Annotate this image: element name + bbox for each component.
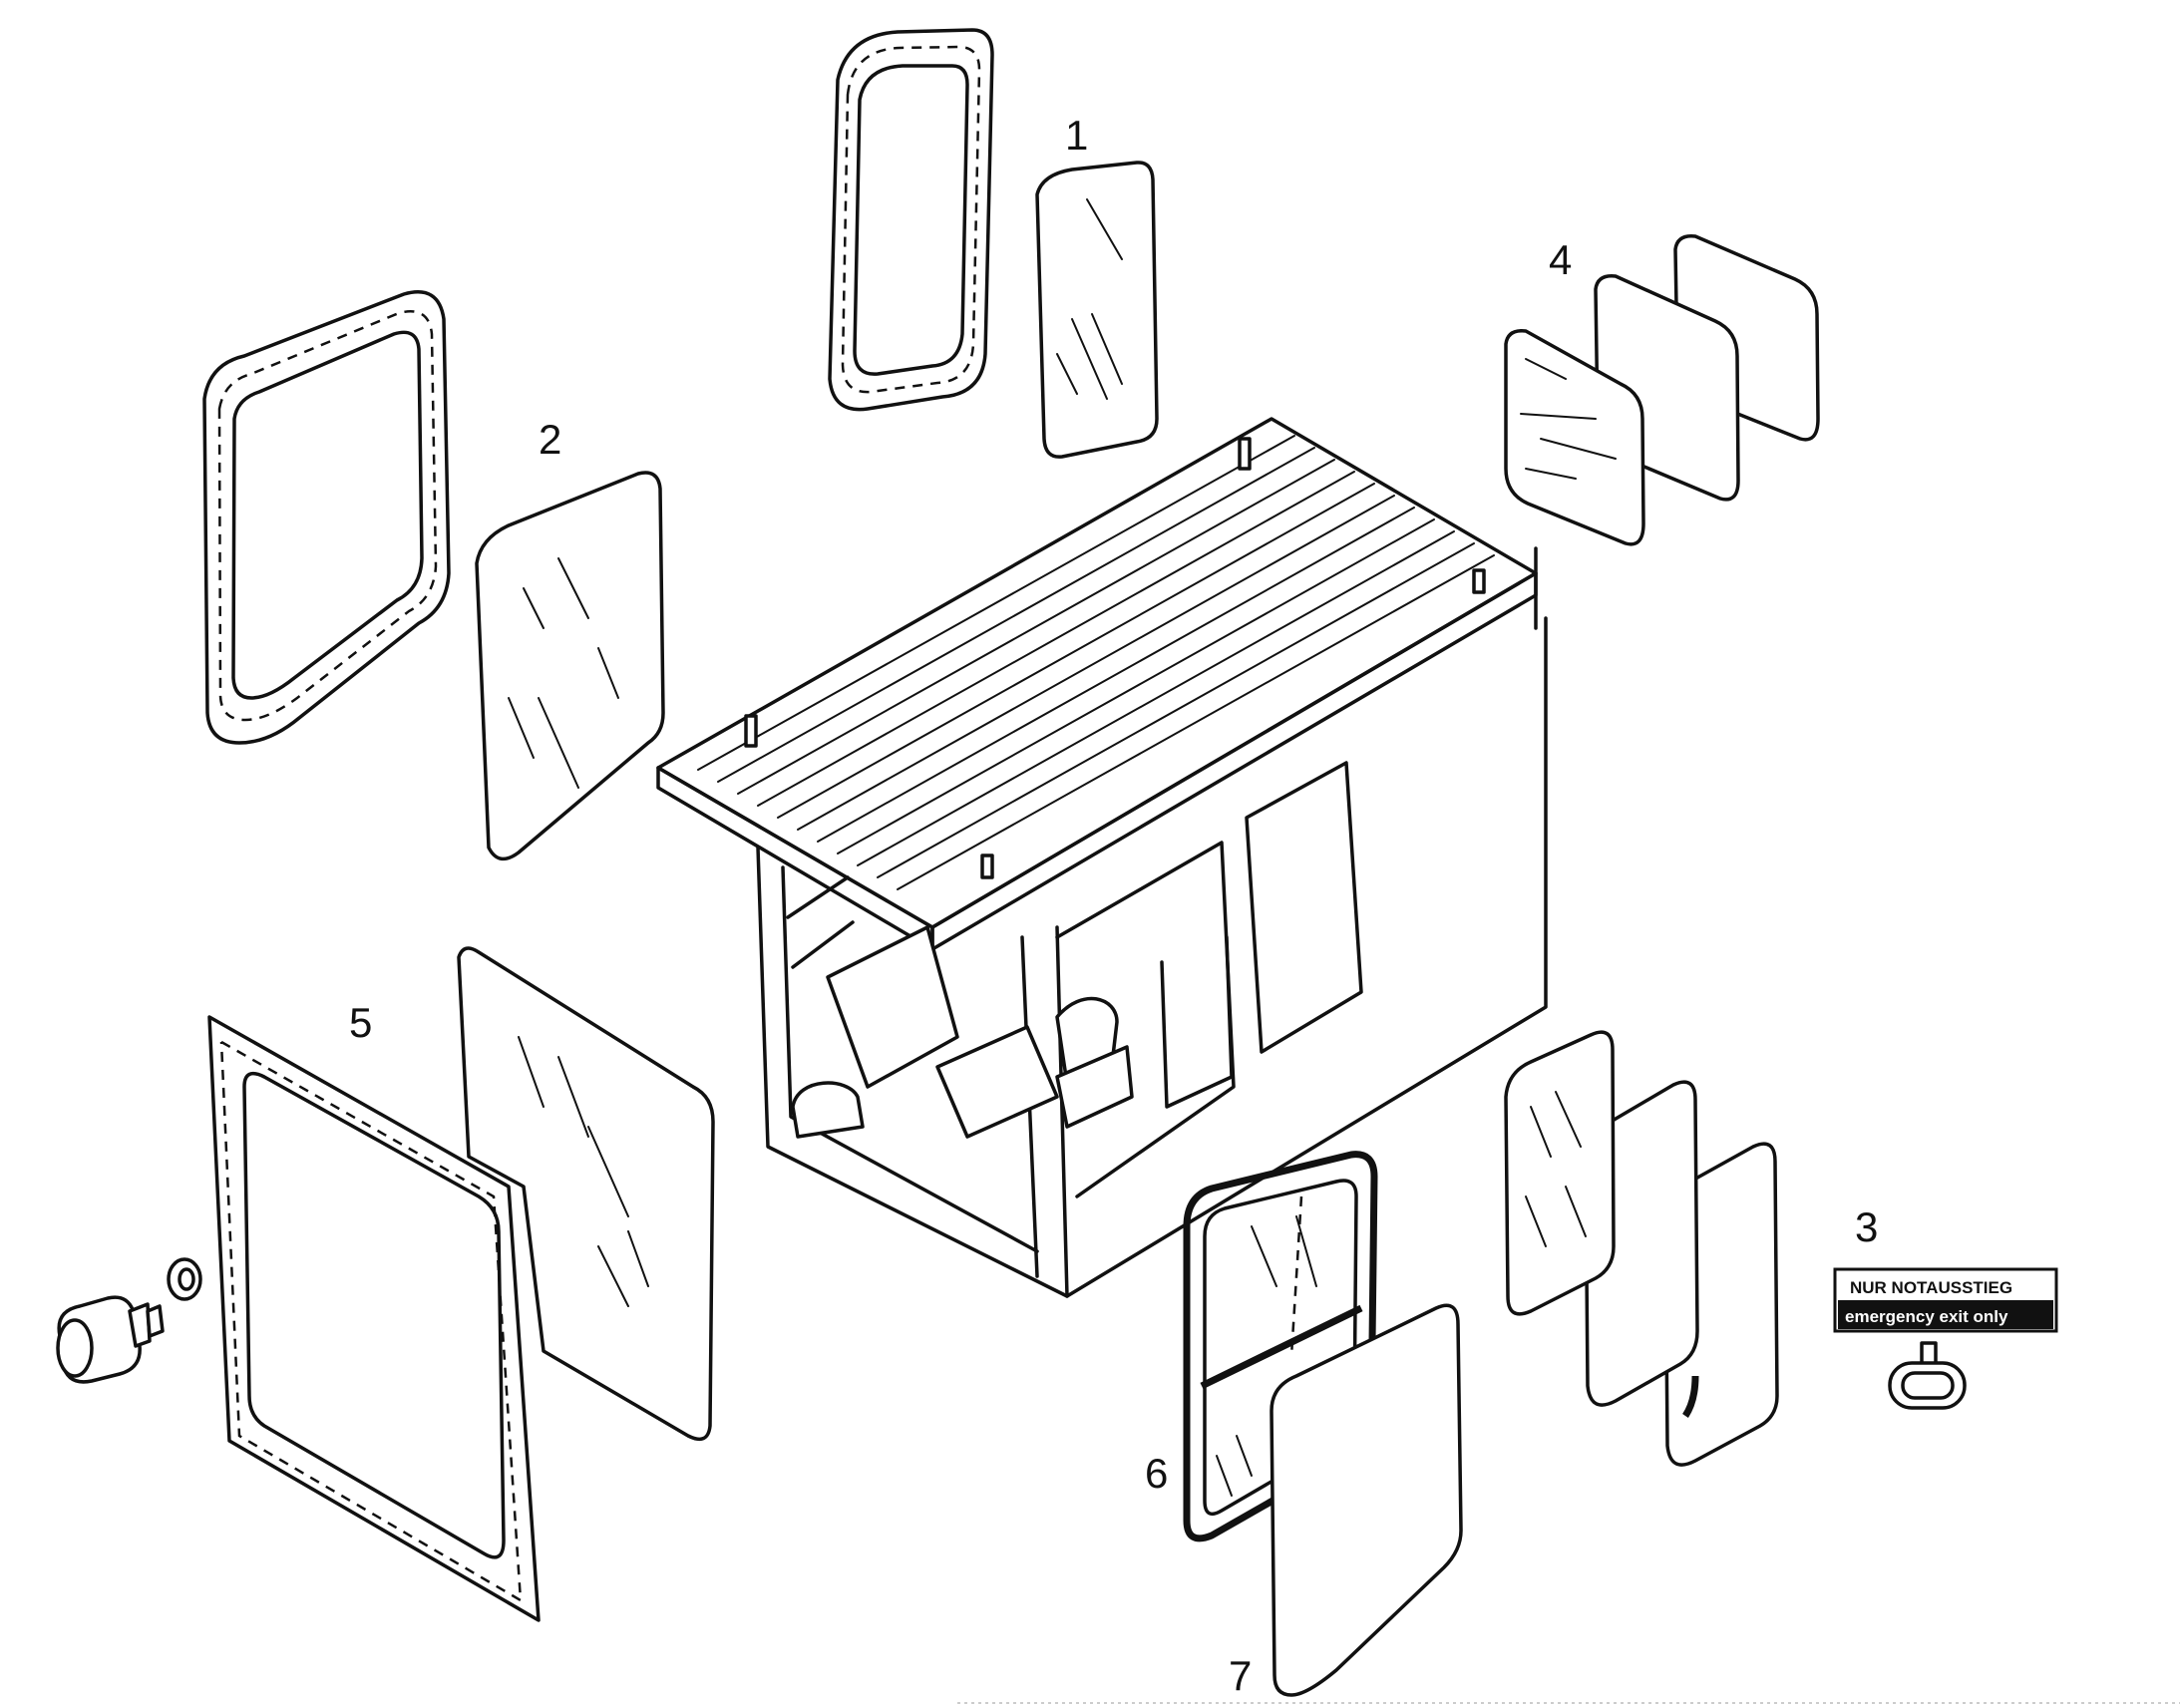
seat: [786, 875, 1134, 1139]
label-part-2: 2: [539, 416, 561, 463]
part-1-rear-window: 1: [828, 28, 1159, 459]
label-part-6: 6: [1145, 1450, 1168, 1497]
sticker-line-1: NUR NOTAUSSTIEG: [1850, 1278, 2012, 1297]
part-6-door-frame: 6: [1145, 1151, 1378, 1542]
exit-handle: [1888, 1341, 1967, 1410]
sticker-line-2: emergency exit only: [1845, 1307, 2008, 1326]
glass-reflection: [518, 1036, 649, 1307]
glass-reflection: [508, 557, 619, 789]
right-rear-windows: [1504, 1030, 1779, 1467]
glass-reflection: [1216, 1215, 1317, 1497]
part-3-emergency-exit-label: 3 NUR NOTAUSSTIEG emergency exit only: [1833, 1203, 2058, 1410]
part-5-front-window: 5: [207, 946, 715, 1622]
bolt-and-washer: [56, 1257, 202, 1384]
part-2-left-side-window: 2: [202, 290, 665, 861]
glass-reflection: [1520, 358, 1617, 480]
label-part-1: 1: [1065, 112, 1088, 159]
label-part-5: 5: [349, 999, 372, 1046]
glass-reflection: [1056, 198, 1123, 400]
part-4-small-side-windows: 4: [1504, 234, 1820, 546]
roof-slats: [697, 435, 1495, 890]
label-part-7: 7: [1229, 1652, 1252, 1699]
glass-reflection: [1525, 1091, 1587, 1247]
part-7-door-glass: 7: [1229, 1303, 1463, 1699]
label-part-4: 4: [1549, 236, 1572, 283]
cab-body: [656, 417, 1548, 1298]
label-part-3: 3: [1855, 1203, 1878, 1250]
